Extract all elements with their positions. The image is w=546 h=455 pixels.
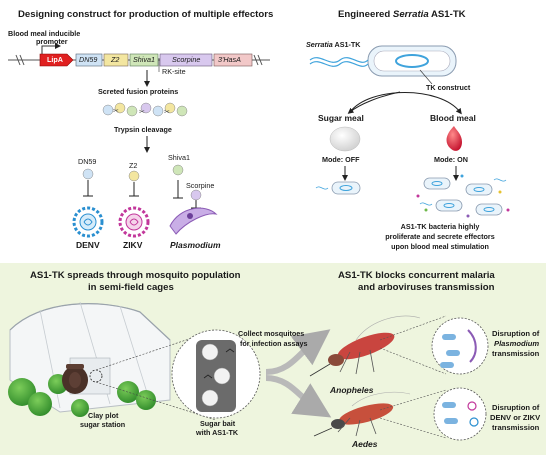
fusion-proteins-label: Screted fusion proteins (98, 87, 179, 96)
clay-plot-label-line2: sugar station (80, 420, 126, 429)
lipa-gene (39, 53, 74, 67)
tk-construct-label: TK construct (426, 83, 471, 92)
hasa-gene (213, 53, 253, 67)
lipa-label: LipA (47, 55, 63, 64)
spread-panel-title-line2: in semi-field cages (88, 282, 174, 293)
blocks-panel-title-line1: AS1-TK blocks concurrent malaria (338, 270, 495, 281)
effector-dn59-label: DN59 (78, 157, 97, 166)
zikv-label: ZIKV (123, 240, 143, 250)
proliferated-bacteria (416, 174, 510, 218)
effector-z2-label: Z2 (129, 161, 138, 170)
caption-line1: AS1-TK bacteria highly (400, 222, 480, 231)
shiva1-gene (129, 53, 159, 67)
mode-off-label: Mode: OFF (322, 155, 360, 164)
engineered-panel-title: Engineered Serratia AS1-TK (338, 9, 466, 20)
bacterium-diagram (309, 45, 457, 85)
midgut-closeup-2 (433, 387, 487, 441)
caption-line3: upon blood meal stimulation (391, 242, 489, 251)
dn59-gene (75, 53, 103, 67)
denv-label: DENV (76, 240, 100, 250)
bushes (8, 374, 156, 417)
effector-shiva1-label: Shiva1 (168, 153, 190, 162)
mode-on-label: Mode: ON (434, 155, 468, 164)
plasmodium-label: Plasmodium (170, 240, 221, 250)
shiva1-gene-label: Shiva1 (133, 55, 155, 64)
spread-panel-title-line1: AS1-TK spreads through mosquito populati… (30, 270, 241, 281)
sugar-meal-label: Sugar meal (318, 113, 364, 123)
disruption-1-line1: Disruption of (492, 329, 540, 338)
svg-text:✂: ✂ (139, 109, 145, 116)
sugar-bait-closeup (171, 329, 261, 419)
svg-text:✂: ✂ (164, 109, 170, 116)
disruption-2-line3: transmission (492, 423, 540, 432)
anopheles-mosquito (309, 315, 421, 377)
disruption-2-line2: DENV or ZIKV (490, 413, 541, 422)
fusion-proteins: ✂ ✂ ✂ (102, 102, 188, 117)
sugar-bait-label-line1: Sugar bait (200, 419, 236, 428)
aedes-label: Aedes (352, 439, 378, 449)
sugar-droplet (329, 126, 361, 152)
promoter-label-line1: Blood meal inducible (8, 29, 81, 38)
collect-label-line1: Collect mosquitoes (238, 329, 305, 338)
blood-meal-label: Blood meal (430, 113, 476, 123)
zikv-virus (118, 206, 150, 238)
promoter-label-line2: promoter (36, 37, 68, 46)
collect-label-line2: for infection assays (240, 339, 308, 348)
clay-pot (62, 364, 88, 394)
scorpine-gene-label: Scorpine (172, 55, 201, 64)
disruption-2-line1: Disruption of (492, 403, 540, 412)
blocks-panel-title-line2: and arboviruses transmission (358, 282, 495, 293)
construct-panel-title: Designing construct for production of mu… (18, 9, 274, 20)
gene-construct (8, 43, 270, 72)
midgut-closeup-1 (431, 317, 489, 375)
denv-virus (72, 206, 104, 238)
svg-text:✂: ✂ (113, 108, 119, 115)
plasmodium-cell (169, 207, 218, 235)
z2-gene (103, 53, 129, 67)
sugar-bait-label-line2: with AS1-TK (196, 428, 239, 437)
caption-line2: proliferate and secrete effectors (385, 232, 495, 241)
aedes-mosquito (313, 391, 411, 437)
trypsin-label: Trypsin cleavage (114, 125, 172, 134)
rk-site-label: RK-site (162, 67, 186, 76)
inhibition-lines (83, 180, 201, 209)
scorpine-gene (159, 53, 213, 67)
bacterium-label: Serratia AS1-TK (306, 40, 361, 49)
z2-gene-label: Z2 (111, 55, 120, 64)
clay-plot-label-line1: Clay plot (88, 411, 119, 420)
dn59-gene-label: DN59 (79, 55, 98, 64)
blood-droplet (446, 126, 462, 151)
anopheles-label: Anopheles (330, 385, 374, 395)
disruption-1-line2: Plasmodium (494, 339, 540, 348)
effector-scorpine-label: Scorpine (186, 181, 215, 190)
disruption-1-line3: transmission (492, 349, 540, 358)
hasa-gene-label: 3'HasA (218, 55, 241, 64)
